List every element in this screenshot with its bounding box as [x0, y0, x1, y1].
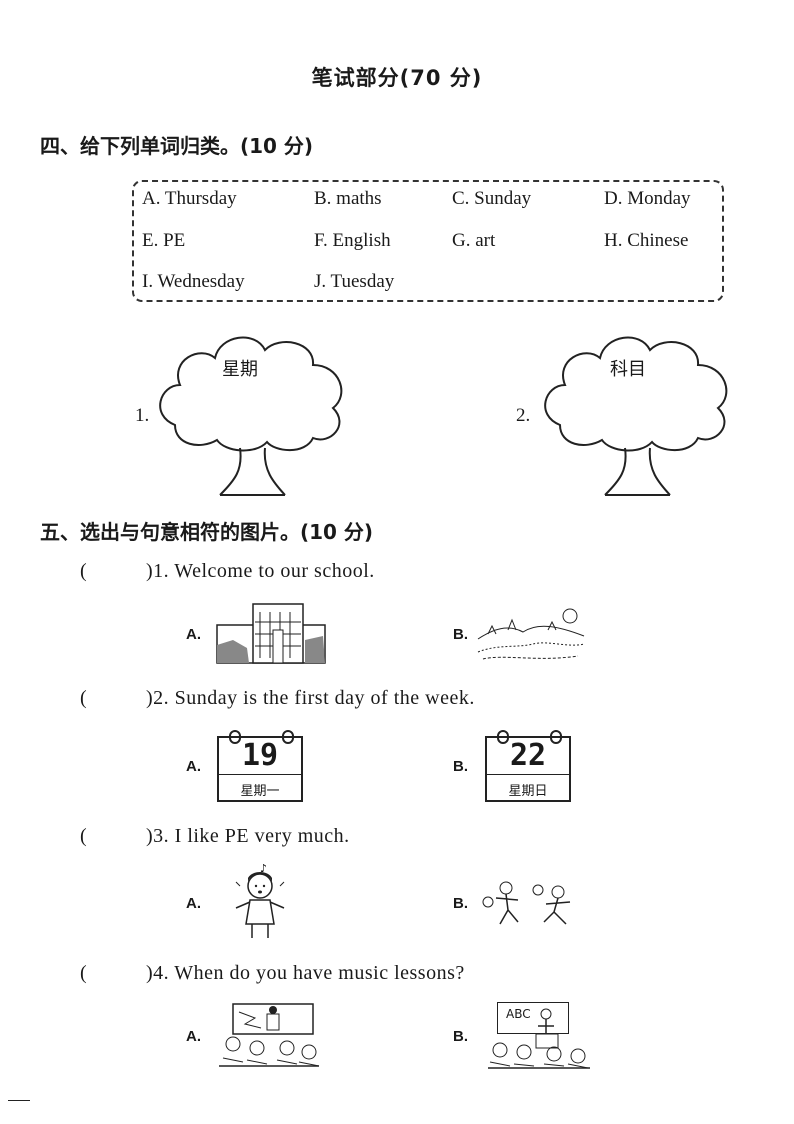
word-item: E. PE — [142, 230, 186, 251]
svg-text:♪: ♪ — [260, 862, 267, 875]
word-bank-box — [132, 180, 724, 302]
calendar-a: 19 星期一 — [217, 736, 303, 802]
word-item: D. Monday — [604, 188, 691, 209]
calendar-rings-icon — [497, 730, 562, 744]
answer-paren: ( — [80, 962, 87, 984]
word-item: H. Chinese — [604, 230, 689, 251]
landscape-icon — [477, 608, 585, 660]
calendar-weekday: 星期一 — [240, 784, 280, 799]
kids-playing-ball-icon — [482, 881, 571, 925]
option-label: A. — [186, 758, 201, 775]
option-label: B. — [453, 758, 468, 775]
word-item: A. Thursday — [142, 188, 237, 209]
school-building-icon — [216, 603, 326, 664]
section-4-heading: 四、给下列单词归类。(10 分) — [40, 134, 314, 158]
word-item: B. maths — [314, 188, 382, 209]
option-label: A. — [186, 626, 201, 643]
tree-label: 科目 — [610, 359, 646, 380]
answer-paren: ( — [80, 560, 87, 582]
word-item: C. Sunday — [452, 188, 532, 209]
question-text: )3. I like PE very much. — [146, 825, 350, 847]
option-label: A. — [186, 895, 201, 912]
option-label: B. — [453, 895, 468, 912]
music-class-icon — [219, 1003, 320, 1067]
question-text: )2. Sunday is the first day of the week. — [146, 687, 475, 709]
page-title: 笔试部分(70 分) — [311, 66, 483, 90]
blackboard: ABC — [497, 1002, 569, 1034]
option-label: B. — [453, 626, 468, 643]
tree-number: 2. — [516, 405, 531, 426]
english-class-icon — [488, 1008, 590, 1069]
answer-paren: ( — [80, 687, 87, 709]
question-text: )4. When do you have music lessons? — [146, 962, 465, 984]
option-label: B. — [453, 1028, 468, 1045]
section-5-heading: 五、选出与句意相符的图片。(10 分) — [40, 520, 374, 544]
tree-icon — [159, 336, 343, 496]
tree-label: 星期 — [222, 359, 258, 380]
answer-paren: ( — [80, 825, 87, 847]
calendar-b: 22 星期日 — [485, 736, 571, 802]
option-label: A. — [186, 1028, 201, 1045]
singing-child-icon: ♪ — [235, 862, 285, 938]
word-item: F. English — [314, 230, 391, 251]
calendar-date: 19 — [241, 738, 279, 773]
blackboard-text: ABC — [506, 1007, 531, 1021]
question-text: )1. Welcome to our school. — [146, 560, 375, 582]
page-mark — [8, 1100, 30, 1101]
tree-icon — [544, 336, 728, 496]
calendar-date: 22 — [509, 738, 547, 773]
word-item: G. art — [452, 230, 496, 251]
word-item: I. Wednesday — [142, 271, 245, 292]
tree-number: 1. — [135, 405, 150, 426]
word-item: J. Tuesday — [314, 271, 395, 292]
calendar-weekday: 星期日 — [508, 784, 548, 799]
calendar-rings-icon — [229, 730, 294, 744]
